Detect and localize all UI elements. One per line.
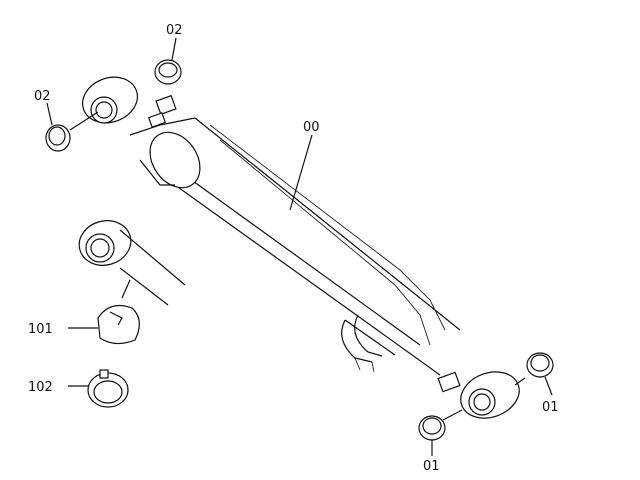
rod-end-detail [78, 220, 186, 306]
callout-ring-102: 102 [28, 380, 53, 395]
callout-bottom-01: 01 [423, 459, 440, 474]
callout-top-02: 02 [166, 23, 183, 38]
callout-main-00: 00 [303, 120, 320, 135]
snap-ring-102 [68, 369, 129, 408]
bushing-02-top [154, 37, 182, 85]
callout-right-01: 01 [542, 400, 559, 415]
leader-line-00 [289, 134, 313, 211]
bushing-01-bottom [418, 409, 463, 456]
hydraulic-cylinder-assembly [82, 76, 520, 419]
callout-seal-101: 101 [28, 322, 53, 337]
bushing-02-left [45, 102, 99, 152]
callout-left-02: 02 [34, 89, 51, 104]
bushing-01-right [514, 352, 554, 396]
seal-101 [68, 305, 140, 345]
